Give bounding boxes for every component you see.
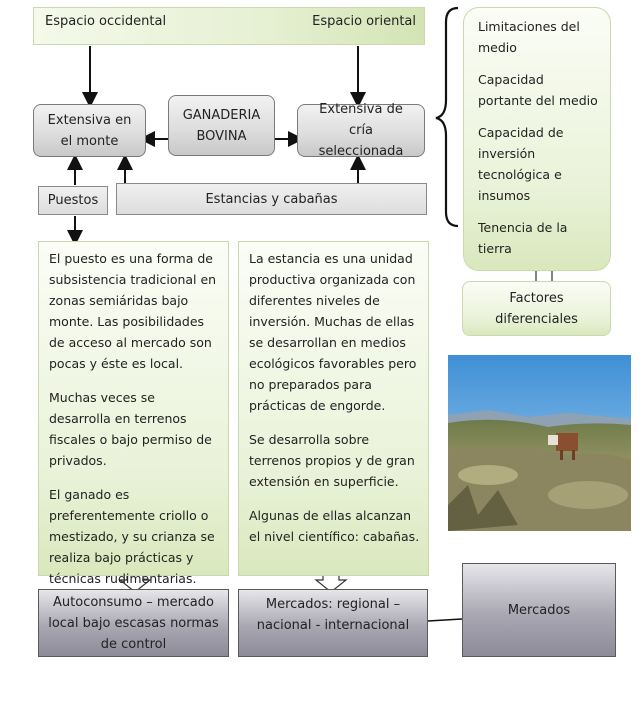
line-markets xyxy=(427,618,463,622)
node-extensiva-cria-label: Extensiva de cría seleccionada xyxy=(318,102,404,159)
text-box-puesto: El puesto es una forma de subsistencia t… xyxy=(38,241,229,586)
node-ganaderia-bovina: GANADERIA BOVINA xyxy=(168,95,275,156)
node-mercados-label: Mercados xyxy=(507,602,571,618)
header-left-label: Espacio occidental xyxy=(45,14,167,29)
node-autoconsumo: Autoconsumo – mercado local bajo escasas… xyxy=(38,589,229,657)
header-espacios: Espacio occidental Espacio oriental xyxy=(33,7,425,45)
estancia-paragraph-2: Se desarrolla sobre terrenos propios y d… xyxy=(249,432,415,489)
sidebar-factores-list: Limitaciones del medio Capacidad portant… xyxy=(463,7,611,271)
node-autoconsumo-label: Autoconsumo – mercado local bajo escasas… xyxy=(48,594,219,652)
sidebar-item-tenencia: Tenencia de la tierra xyxy=(478,220,568,256)
sidebar-item-capacidad-portante: Capacidad portante del medio xyxy=(478,72,598,108)
node-extensiva-cria: Extensiva de cría seleccionada xyxy=(297,102,425,159)
node-ganaderia-label: GANADERIA BOVINA xyxy=(182,107,261,144)
text-box-estancia: La estancia es una unidad productiva org… xyxy=(238,241,429,576)
node-estancias: Estancias y cabañas xyxy=(116,183,427,215)
estancia-paragraph-3: Algunas de ellas alcanzan el nivel cient… xyxy=(249,508,420,544)
estancia-paragraph-1: La estancia es una unidad productiva org… xyxy=(249,251,417,413)
node-mercados-regional-label: Mercados: regional – nacional - internac… xyxy=(256,597,410,633)
node-extensiva-monte-label: Extensiva en el monte xyxy=(47,112,132,149)
puesto-paragraph-2: Muchas veces se desarrolla en terrenos f… xyxy=(49,390,212,468)
node-mercados: Mercados xyxy=(462,563,616,657)
sidebar-item-capacidad-inversion: Capacidad de inversión tecnológica e ins… xyxy=(478,125,564,203)
node-puestos-label: Puestos xyxy=(47,193,99,208)
node-factores-diferenciales: Factores diferenciales xyxy=(462,281,611,336)
node-puestos: Puestos xyxy=(38,186,108,215)
node-mercados-regional: Mercados: regional – nacional - internac… xyxy=(238,589,428,657)
puesto-paragraph-1: El puesto es una forma de subsistencia t… xyxy=(49,251,217,371)
sidebar-item-limitaciones: Limitaciones del medio xyxy=(478,19,580,55)
node-extensiva-monte: Extensiva en el monte xyxy=(33,104,146,157)
puesto-paragraph-3: El ganado es preferentemente criollo o m… xyxy=(49,487,215,586)
cattle-photo xyxy=(448,355,631,531)
node-estancias-label: Estancias y cabañas xyxy=(205,191,338,207)
node-factores-label: Factores diferenciales xyxy=(495,290,578,327)
brace xyxy=(435,6,459,228)
header-right-label: Espacio oriental xyxy=(312,14,416,29)
